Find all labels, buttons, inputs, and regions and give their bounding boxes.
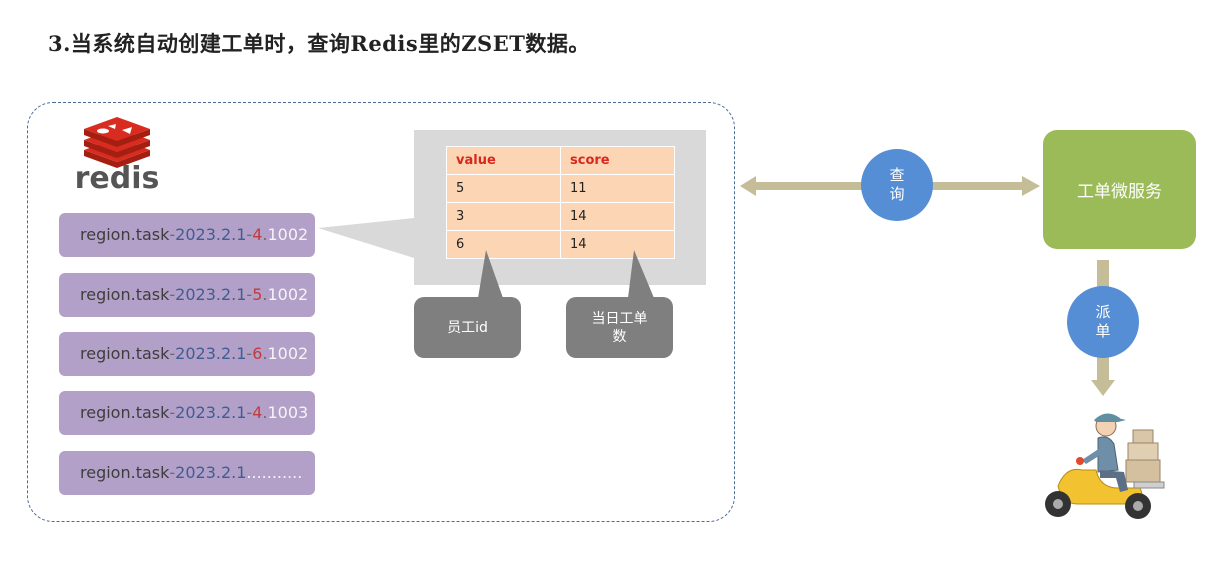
zset-table: value score 5 11 3 14 6 14: [446, 146, 675, 259]
redis-wordmark: redis: [75, 161, 160, 192]
employee-bubble-pointer: [478, 250, 503, 298]
dispatch-circle: 派单: [1067, 286, 1139, 358]
table-cell: 5: [446, 174, 561, 203]
table-row: 5 11: [446, 174, 675, 203]
query-circle: 查询: [861, 149, 933, 221]
courier-scooter-illustration: [1045, 413, 1165, 519]
dispatch-label: 单: [1095, 322, 1111, 340]
redis-key-row: region.task-2023.2.1...........: [59, 451, 315, 495]
table-row: 3 14: [446, 202, 675, 231]
day-count-line: 当日工单: [591, 310, 648, 327]
table-row: 6 14: [446, 230, 675, 259]
redis-container: [27, 102, 735, 522]
redis-key-row: region.task-2023.2.1-4.1002: [59, 213, 315, 257]
table-header-value: value: [446, 146, 561, 175]
query-label: 询: [889, 185, 905, 203]
redis-logo: redis: [75, 117, 160, 192]
day-count-line: 数: [612, 328, 627, 345]
table-cell: 6: [446, 230, 561, 259]
query-label: 查: [889, 166, 905, 184]
redis-key-row: region.task-2023.2.1-4.1003: [59, 391, 315, 435]
redis-key-row: region.task-2023.2.1-5.1002: [59, 273, 315, 317]
page-heading: 3.当系统自动创建工单时，查询Redis里的ZSET数据。: [48, 31, 590, 56]
daycount-bubble-pointer: [628, 250, 654, 298]
table-cell: 3: [446, 202, 561, 231]
employee-id-bubble: 员工id: [414, 297, 521, 358]
table-cell: 11: [560, 174, 675, 203]
redis-cube-icon: [84, 117, 150, 168]
dispatch-label: 派: [1095, 303, 1111, 321]
table-cell: 14: [560, 230, 675, 259]
redis-key-row: region.task-2023.2.1-6.1002: [59, 332, 315, 376]
work-order-service: 工单微服务: [1043, 130, 1196, 249]
table-header-score: score: [560, 146, 675, 175]
table-header-row: value score: [446, 146, 675, 175]
day-count-bubble: 当日工单数: [566, 297, 673, 358]
